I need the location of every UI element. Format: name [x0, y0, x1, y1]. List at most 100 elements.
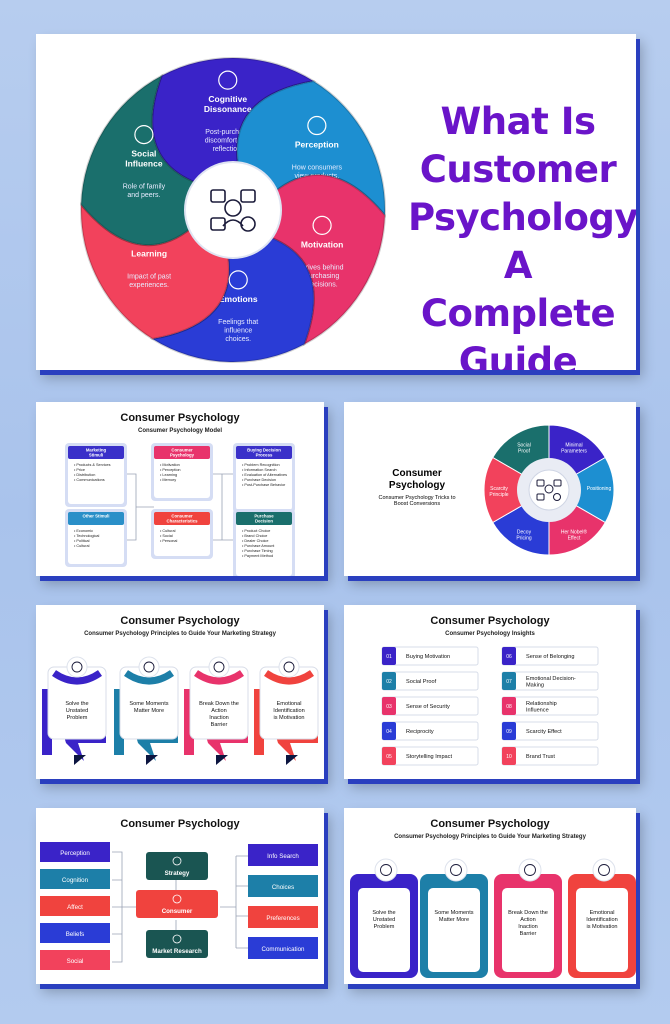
- insight-number: 05: [386, 754, 392, 760]
- segment-icon: [228, 270, 248, 290]
- mindmap-right-node: [248, 875, 318, 897]
- mindmap-left-label: Cognition: [62, 877, 89, 884]
- center-icon-part: [536, 493, 545, 501]
- model-box-item: • Perception: [160, 468, 181, 472]
- center-icon: [210, 189, 256, 232]
- title-line: Psychology:: [408, 196, 636, 239]
- card-pointer: [74, 755, 86, 765]
- mindmap-right-label: Preferences: [266, 915, 299, 922]
- model-box: [68, 446, 124, 504]
- insight-label: Sense of Security: [406, 704, 450, 710]
- insight-label: Reciprocity: [406, 729, 434, 735]
- model-box-item: • Price: [74, 468, 85, 472]
- center-icon-part: [222, 219, 244, 227]
- model-box-item: • Motivation: [160, 463, 180, 467]
- model-box-item: • Product Choice: [242, 529, 270, 533]
- insight-label: Scarcity Effect: [526, 729, 562, 735]
- card-arc: [52, 670, 102, 685]
- model-box-item: • Communications: [74, 478, 105, 482]
- connector: [210, 473, 236, 541]
- card-icon: [450, 864, 462, 876]
- segment-icon: [312, 215, 332, 235]
- mindmap-center-node: [146, 852, 208, 880]
- insight-number-badge: [382, 747, 396, 765]
- wheel-segment: [80, 73, 199, 247]
- segment-title: Learning: [131, 248, 167, 258]
- model-box-item: • Information Search: [242, 468, 276, 472]
- connector: [112, 851, 140, 963]
- card-arc: [124, 670, 174, 685]
- slide-subtitle: Consumer Psychology Principles to Guide …: [84, 631, 276, 637]
- model-box-item: • Technological: [74, 534, 99, 538]
- mindmap-right-label: Choices: [272, 884, 294, 891]
- center-icon-part: [240, 189, 256, 203]
- model-box: [236, 446, 292, 510]
- slide-subtitle: Consumer Psychology Model: [137, 428, 222, 434]
- mindmap-left-label: Affect: [67, 904, 83, 911]
- card-icon: [380, 864, 392, 876]
- mindmap-right-node: [248, 937, 318, 959]
- connector: [220, 855, 248, 949]
- center-icon-part: [553, 493, 561, 501]
- card-icon: [143, 661, 155, 673]
- title-line: Guide: [458, 340, 578, 370]
- mindmap-left-label: Perception: [60, 850, 90, 857]
- model-box-header: [154, 446, 210, 459]
- center-icon: [536, 479, 562, 501]
- insight-number-badge: [382, 697, 396, 715]
- segment-title: Emotions: [219, 294, 258, 304]
- card: [502, 888, 554, 972]
- hero-title: What Is Customer Psychology: A Complete …: [408, 98, 636, 370]
- slide-principles-cards: Consumer Psychology Consumer Psychology …: [36, 605, 324, 779]
- slide-title: Consumer Psychology: [388, 468, 446, 491]
- model-box-header: [68, 512, 124, 525]
- title-line: Customer: [419, 148, 617, 191]
- insight-number: 03: [386, 704, 392, 710]
- card-icon-bg: [278, 656, 300, 678]
- card-arc: [194, 670, 244, 685]
- center-icon-part: [210, 189, 226, 203]
- model-box-item: • Cultural: [160, 529, 176, 533]
- center-icon-part: [544, 484, 554, 494]
- mindmap-diagram: PerceptionCognitionAffectBeliefsSocialSt…: [40, 842, 318, 970]
- slide-title: Consumer Psychology: [430, 818, 550, 830]
- mindmap-left-label: Social: [67, 958, 84, 965]
- slide-title: Consumer Psychology: [120, 615, 240, 627]
- insight-number: 08: [506, 704, 512, 710]
- insight-label: Sense of Belonging: [526, 654, 575, 660]
- segment-title: Motivation: [301, 239, 344, 249]
- connector: [124, 473, 154, 541]
- model-box-item: • Social: [160, 534, 173, 538]
- center-icon-part: [553, 479, 562, 487]
- card: [576, 888, 628, 972]
- model-box-item: • Distribution: [74, 473, 95, 477]
- slide-title: Consumer Psychology: [120, 412, 240, 424]
- insight-label: Emotional Decision-Making: [526, 676, 576, 689]
- insight-number-badge: [502, 672, 516, 690]
- wheel-center: [528, 469, 570, 511]
- segment-icon: [307, 115, 327, 136]
- model-box-item: • Evaluation of Alternatives: [242, 473, 287, 477]
- insight-number: 09: [506, 729, 512, 735]
- insight-number-badge: [502, 697, 516, 715]
- insight-number: 07: [506, 679, 512, 685]
- insight-number-badge: [502, 747, 516, 765]
- mindmap-left-node: [40, 842, 110, 862]
- card: [428, 888, 480, 972]
- segment-icon: [218, 70, 238, 90]
